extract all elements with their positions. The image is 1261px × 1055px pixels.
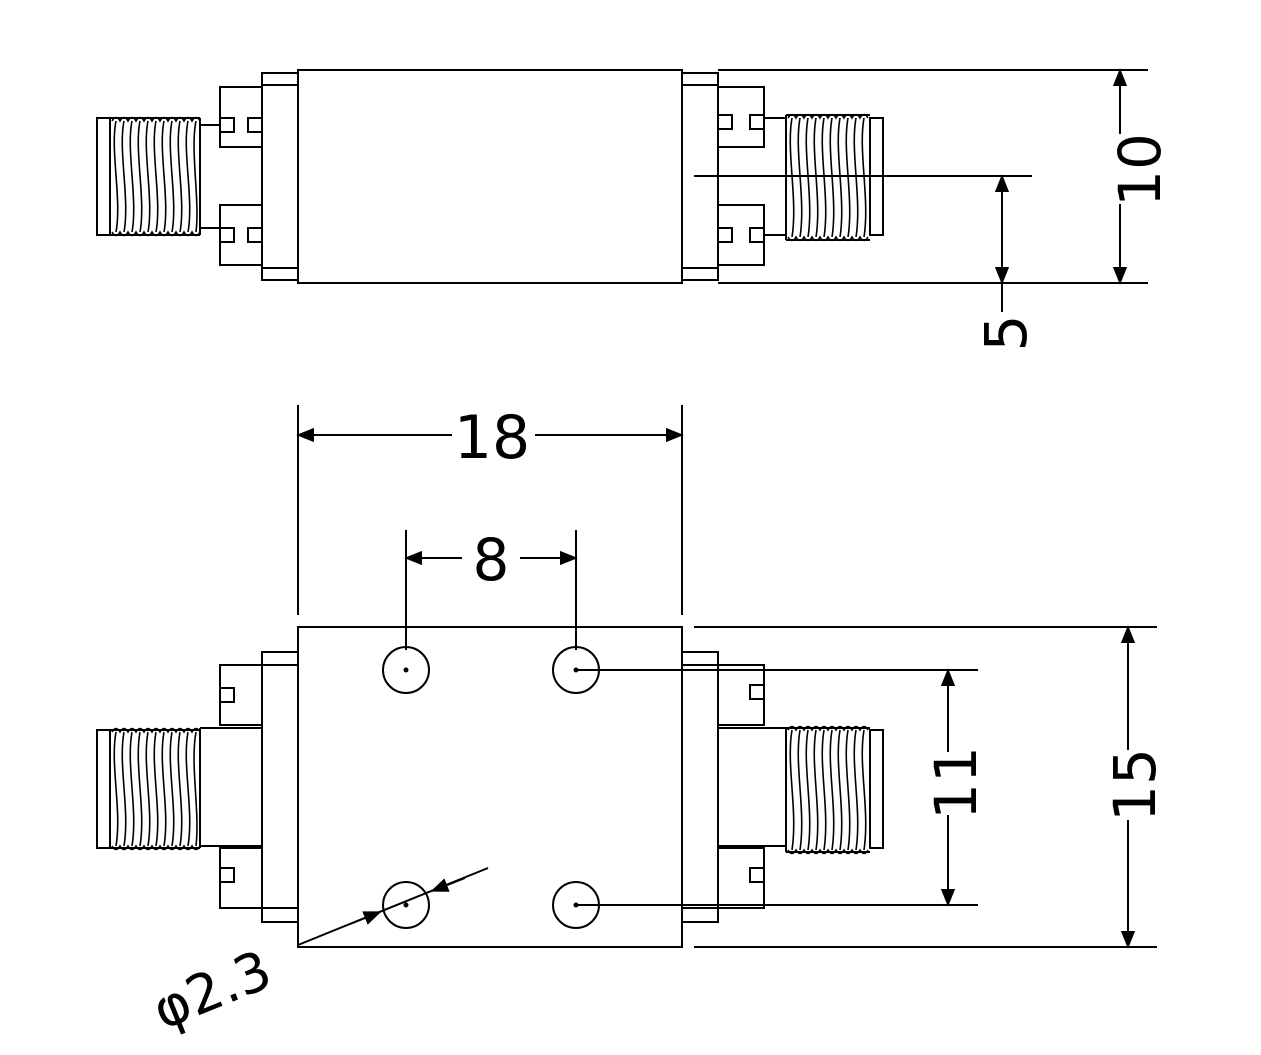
dim-hole-diameter: φ2.3: [144, 938, 280, 1042]
top-left-mount: [200, 664, 263, 909]
side-left-connector: [96, 116, 220, 237]
dim-hole-spacing-y: 11: [922, 746, 990, 820]
dim-side-height: 10: [1106, 133, 1174, 207]
side-right-mount: [717, 86, 765, 266]
dim-connector-offset: 5: [972, 315, 1040, 352]
top-right-mount: [717, 664, 786, 909]
side-left-mount: [219, 86, 263, 266]
mounting-holes: [382, 646, 600, 929]
top-right-flange: [681, 651, 719, 923]
top-body: [297, 626, 683, 948]
side-right-connector: [764, 113, 884, 242]
top-right-connector: [785, 725, 884, 855]
hole-bottom-left: [382, 881, 430, 929]
dim-body-width: 15: [1101, 748, 1169, 822]
side-left-flange: [261, 72, 299, 281]
side-view: [96, 68, 1148, 312]
dim-body-length: 18: [454, 403, 530, 473]
top-left-connector: [96, 727, 201, 851]
top-left-flange: [261, 651, 299, 923]
dim-hole-spacing-x: 8: [473, 526, 510, 594]
top-view: [96, 405, 1157, 949]
side-body: [297, 69, 683, 284]
